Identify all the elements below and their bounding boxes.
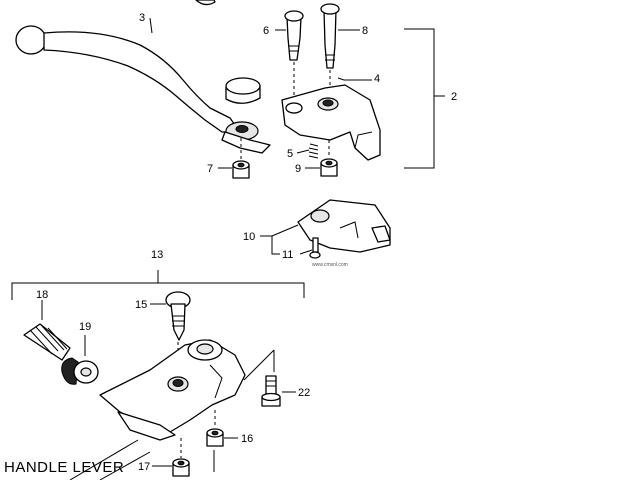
bracket-bolt — [320, 3, 340, 69]
brake-light-switch — [297, 199, 391, 253]
lever-nut-9 — [320, 158, 338, 177]
adjuster-19 — [61, 357, 99, 385]
callout-3: 3 — [139, 12, 145, 24]
lever-pivot-bolt — [284, 10, 304, 61]
callout-10: 10 — [243, 231, 255, 243]
callout-22: 22 — [298, 387, 310, 399]
callout-7: 7 — [207, 163, 213, 175]
callout-17: 17 — [138, 461, 150, 473]
lever-spring — [308, 143, 319, 159]
front-brake-lever — [15, 0, 271, 154]
dust-cover-18 — [23, 323, 71, 361]
callout-4: 4 — [374, 73, 380, 85]
watermark: www.cmsnl.com — [312, 262, 348, 268]
leader-lines — [41, 17, 372, 467]
nut-16 — [206, 428, 224, 447]
callout-5: 5 — [287, 148, 293, 160]
callout-13: 13 — [151, 249, 163, 261]
callout-18: 18 — [36, 289, 48, 301]
callout-9: 9 — [295, 163, 301, 175]
clutch-lever-holder — [99, 339, 246, 441]
lever-nut-7 — [232, 160, 250, 179]
diagram-caption: HANDLE LEVER — [4, 459, 124, 476]
callout-8: 8 — [362, 25, 368, 37]
callout-15: 15 — [135, 299, 147, 311]
nut-17 — [172, 458, 190, 477]
callout-2: 2 — [451, 91, 457, 103]
lever-bracket-holder — [281, 84, 381, 161]
pivot-bolt-15 — [165, 291, 191, 341]
switch-screw — [309, 237, 321, 259]
callout-16: 16 — [241, 433, 253, 445]
bolt-22 — [261, 375, 281, 407]
callout-19: 19 — [79, 321, 91, 333]
callout-11: 11 — [282, 249, 293, 261]
callout-6: 6 — [263, 25, 269, 37]
